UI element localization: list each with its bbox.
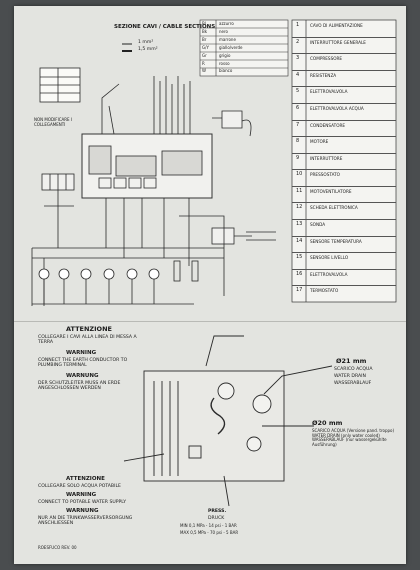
legend-text: SCHEDA ELETTRONICA	[310, 205, 358, 211]
sheet-code: ROESFUCO REV. 00	[38, 545, 77, 550]
legend-row-divider	[292, 69, 396, 71]
legend-row-divider	[292, 86, 396, 88]
legend-text: MOTORE	[310, 139, 329, 145]
cable-section-2: 1,5 mm²	[138, 47, 158, 52]
warning-text-en: CONNECT THE EARTH CONDUCTOR TO PLUMBING …	[38, 358, 128, 369]
color-name: marrone	[219, 37, 236, 42]
color-code: W	[202, 68, 206, 73]
color-code: Bl	[202, 21, 206, 26]
legend-code: 3	[296, 55, 300, 62]
legend-text: PRESSOSTATO	[310, 172, 340, 178]
attention-bottom-title-it: ATTENZIONE	[66, 476, 105, 482]
color-name: giallo/verde	[219, 45, 243, 50]
legend-row-divider	[292, 185, 396, 187]
wiring-label-sheet: SEZIONE CAVI / CABLE SECTIONS 1 mm² 1,5 …	[14, 6, 406, 564]
legend-text: INTERRUTTORE GENERALE	[310, 39, 366, 45]
drain-diameter-21: Ø21 mm	[336, 357, 367, 365]
legend-text: ELETTROVALVOLA	[310, 271, 348, 277]
legend-text: TERMOSTATO	[310, 288, 339, 294]
legend-row-divider	[292, 219, 396, 221]
warnung-bottom-title-de: WARNUNG	[66, 508, 99, 514]
color-code: Gr	[202, 53, 207, 58]
warnung-text-de: DER SCHUTZLEITER MUSS AN ERDE ANGESCHLOS…	[38, 381, 121, 392]
color-code: Bk	[202, 29, 208, 34]
warnung-bottom-text-de: NUR AN DIE TRINKWASSERVERSORGUNG ANSCHLI…	[38, 516, 133, 527]
legend-text: RESISTENZA	[310, 72, 337, 78]
legend-row-divider	[292, 136, 396, 138]
legend-text: SENSORE TEMPERATURA	[310, 238, 362, 244]
legend-code: 13	[296, 221, 303, 228]
legend-text: ELETTROVALVOLA ACQUA	[310, 105, 364, 111]
pressure-max: MAX 0,5 MPa - 70 psi - 5 BAR	[180, 530, 239, 535]
legend-row-divider	[292, 202, 396, 204]
legend-text: SENSORE LIVELLO	[310, 255, 349, 261]
pressure-label: PRESS.	[208, 509, 227, 514]
legend-row-divider	[292, 268, 396, 270]
legend-text: INTERRUTTORE	[310, 155, 343, 161]
warning-title-en: WARNING	[66, 350, 97, 356]
legend-code: 17	[296, 287, 303, 294]
legend-row-divider	[292, 252, 396, 254]
drain-label-de: WASSERABLAUF	[334, 381, 372, 386]
legend-code: 15	[296, 254, 303, 261]
drain-label-en: WATER DRAIN	[334, 374, 366, 379]
legend-row-divider	[292, 235, 396, 237]
color-name: rosso	[219, 61, 230, 66]
warning-bottom-title-en: WARNING	[66, 492, 97, 498]
legend-row-divider	[292, 169, 396, 171]
legend-code: 9	[296, 154, 300, 161]
legend-text: ELETTROVALVOLA	[310, 89, 348, 95]
warning-bottom-text-en: CONNECT TO POTABLE WATER SUPPLY	[38, 500, 127, 505]
legend-row-divider	[292, 152, 396, 154]
legend-row-divider	[292, 119, 396, 121]
legend-text: COMPRESSORE	[310, 56, 343, 62]
legend-code: 1	[296, 22, 300, 28]
color-code: R	[202, 61, 205, 66]
warnung-title-de: WARNUNG	[66, 373, 99, 379]
legend-code: 16	[296, 270, 303, 277]
legend-code: 6	[296, 104, 300, 111]
pressure-min: MIN 0,1 MPa - 14 psi - 1 BAR	[180, 523, 237, 528]
pressure-label-de: DRUCK	[208, 516, 225, 521]
legend-text: SONDA	[310, 222, 326, 228]
color-name: azzurro	[219, 21, 234, 26]
legend-code: 4	[296, 71, 300, 78]
color-name: grigio	[219, 53, 231, 58]
legend-text: CONDENSATORE	[310, 122, 346, 128]
legend-row-divider	[292, 285, 396, 287]
drain-20-text: SCARICO ACQUA (Versione pand. troppo) WA…	[312, 428, 395, 447]
attention-text-it: COLLEGARE I CAVI ALLA LINEA DI MESSA A T…	[38, 335, 137, 346]
legend-code: 14	[296, 237, 303, 244]
legend-code: 2	[296, 38, 300, 45]
legend-code: 8	[296, 138, 300, 145]
cable-sections-title: SEZIONE CAVI / CABLE SECTIONS	[114, 24, 216, 30]
wiring-diagram	[31, 19, 397, 507]
legend-code: 12	[296, 204, 303, 211]
legend-row-divider	[292, 53, 396, 55]
color-code: G/Y	[202, 45, 209, 50]
connection-note: NON MODIFICARE I COLLEGAMENTI	[34, 117, 73, 127]
color-name: nero	[219, 29, 228, 34]
legend-code: 11	[296, 187, 303, 194]
legend-code: 10	[296, 171, 303, 178]
color-name: bianco	[219, 68, 233, 73]
legend-text: CAVO DI ALIMENTAZIONE	[310, 23, 363, 28]
drain-label-it: SCARICO ACQUA	[334, 367, 373, 372]
drain-diameter-20: Ø20 mm	[312, 419, 343, 427]
legend-row-divider	[292, 102, 396, 104]
color-code: Br	[202, 37, 207, 42]
legend-code: 5	[296, 88, 300, 95]
attention-bottom-text-it: COLLEGARE SOLO ACQUA POTABILE	[38, 484, 121, 489]
legend-code: 7	[296, 121, 300, 128]
legend-text: MOTOVENTILATORE	[310, 188, 352, 194]
cable-section-1: 1 mm²	[138, 40, 154, 45]
sheet-fold	[14, 321, 406, 322]
attention-title-it: ATTENZIONE	[66, 325, 112, 333]
legend-row-divider	[292, 36, 396, 38]
